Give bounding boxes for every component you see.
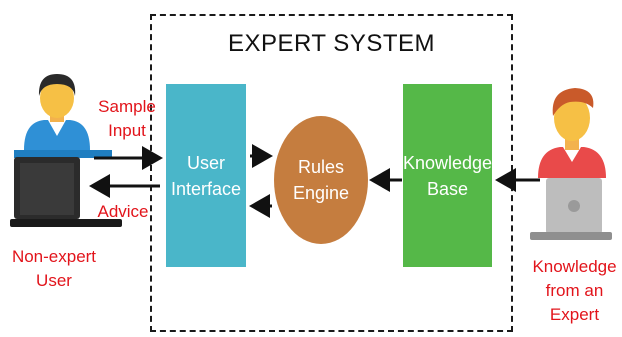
non-expert-user-label: Non-expert User xyxy=(11,247,97,290)
user-interface-block: User Interface xyxy=(166,84,246,267)
knowledge-base-label: Knowledge Base xyxy=(402,152,493,199)
expert-at-laptop-icon xyxy=(530,88,612,240)
user-at-laptop-icon xyxy=(10,74,122,227)
diagram-title: EXPERT SYSTEM xyxy=(227,30,435,57)
rules-engine-node: Rules Engine xyxy=(274,116,368,244)
sample-input-label: Sample Input xyxy=(98,97,156,140)
expert-knowledge-label: Knowledge from an Expert xyxy=(532,257,617,324)
advice-label: Advice xyxy=(97,202,149,221)
user-interface-label: User Interface xyxy=(170,152,242,199)
knowledge-base-block: Knowledge Base xyxy=(403,84,492,267)
rules-engine-label: Rules Engine xyxy=(292,157,350,203)
